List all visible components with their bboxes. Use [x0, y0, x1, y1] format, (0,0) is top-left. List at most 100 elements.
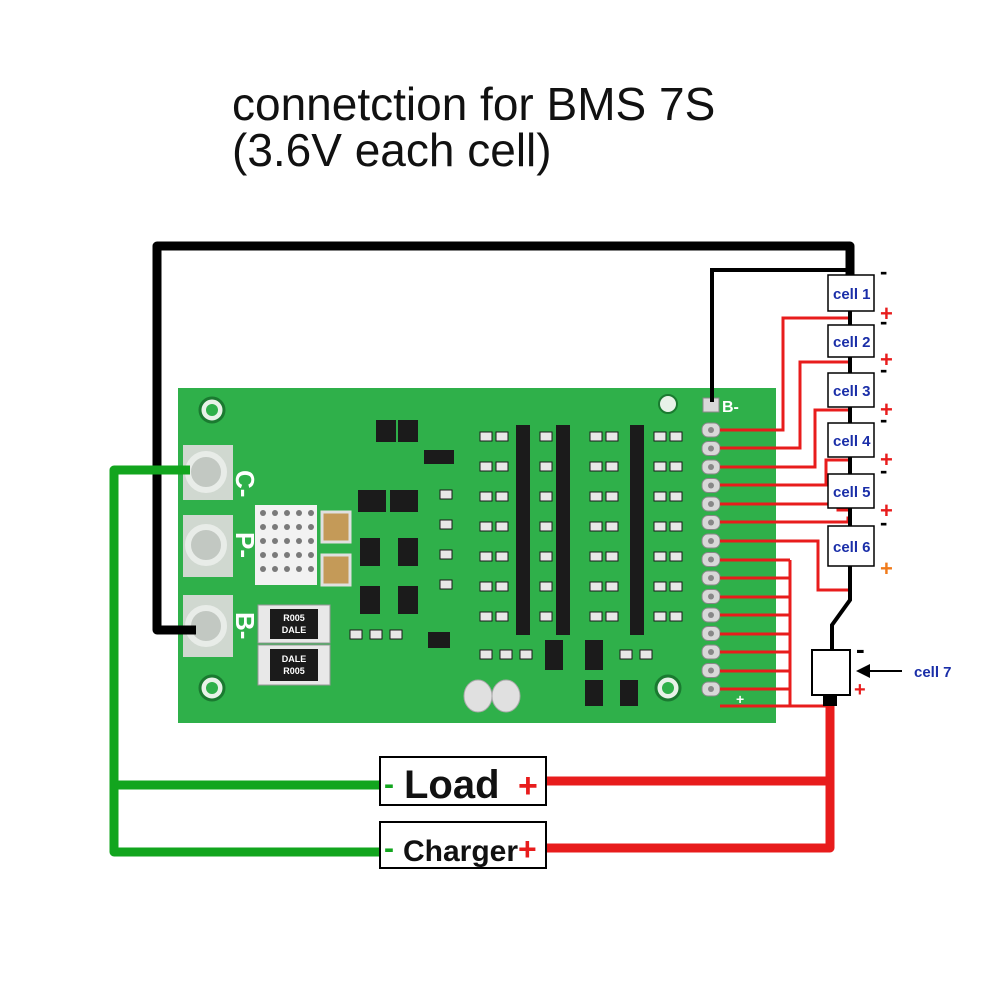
- cell-body: [827, 473, 875, 509]
- header-pin-hole: [708, 519, 714, 526]
- via-grid: [255, 505, 317, 585]
- header-plus-label: +: [736, 691, 744, 707]
- title-line-1: connetction for BMS 7S: [232, 78, 715, 130]
- cell-body: [827, 274, 875, 312]
- cell-7-body: [811, 649, 851, 696]
- balance-wire: [720, 360, 850, 450]
- mounting-hole-icon: [198, 396, 226, 424]
- load-minus: -: [384, 768, 394, 801]
- header-pin-hole: [708, 482, 714, 489]
- cell-2: cell 2- +: [827, 309, 893, 372]
- cell-minus: -: [880, 259, 887, 284]
- balance-header: B- +: [702, 397, 744, 707]
- cell-plus: +: [880, 447, 893, 472]
- header-pin-hole: [708, 556, 714, 563]
- cell-body: [827, 372, 875, 408]
- balance-wire: [720, 408, 850, 469]
- shunt-resistor-2: DALE R005: [257, 644, 331, 686]
- pad-p-minus: [183, 515, 233, 577]
- mounting-hole-icon: [654, 674, 682, 702]
- cell-body: [827, 525, 875, 567]
- cell-label: cell 5: [833, 484, 871, 501]
- cell-7-minus: -: [856, 634, 865, 664]
- mounting-hole-icon: [658, 394, 678, 414]
- crystal-component: [463, 679, 521, 713]
- header-pin-hole: [708, 649, 714, 655]
- bms-pcb-board: C- P- B- R005 DALE DALE R005: [178, 388, 776, 723]
- cell-label: cell 6: [833, 539, 871, 556]
- cell-label: cell 2: [833, 334, 871, 351]
- pad-b-label: B-: [230, 612, 260, 639]
- cell-body: [827, 324, 875, 358]
- cell-minus: -: [880, 458, 887, 483]
- cell-7-terminal: [823, 694, 837, 706]
- cell-body: [827, 422, 875, 458]
- cell-1: cell 1- +: [827, 259, 893, 326]
- cell-7-plus: +: [854, 679, 866, 701]
- resistor1-text-1: R005: [283, 613, 305, 623]
- charger-label: Charger: [403, 835, 518, 868]
- header-pin-hole: [708, 612, 714, 618]
- balance-wire: [788, 560, 826, 708]
- cell-plus: +: [880, 498, 893, 523]
- cell-label: cell 4: [833, 433, 871, 450]
- charger-plus: +: [518, 831, 537, 867]
- capacitor-icon: [320, 510, 352, 587]
- resistor1-text-2: DALE: [282, 625, 307, 635]
- cell-label: cell 1: [833, 286, 871, 303]
- cell-4: cell 4- +: [827, 407, 893, 472]
- smd-components: [349, 431, 683, 660]
- cell-plus: +: [880, 397, 893, 422]
- cell-6: cell 6- +: [827, 510, 893, 581]
- header-pin-hole: [708, 464, 714, 470]
- load-box: - Load +: [379, 756, 547, 807]
- balance-wire: [720, 316, 850, 432]
- header-pin-hole: [708, 427, 714, 433]
- title-line-2: (3.6V each cell): [232, 124, 552, 176]
- balance-wire: [720, 458, 850, 487]
- balance-wire: [720, 539, 850, 592]
- charger-minus: -: [384, 832, 394, 865]
- cell-plus: +: [880, 301, 893, 326]
- cell-minus: -: [880, 357, 887, 382]
- cell-7: - + cell 7: [811, 634, 952, 701]
- cell-7-label: cell 7: [914, 664, 952, 681]
- load-label: Load: [404, 763, 500, 807]
- balance-wires: [720, 316, 850, 708]
- resistor2-text-2: R005: [283, 666, 305, 676]
- pad-c-label: C-: [230, 470, 260, 497]
- header-pin-hole: [708, 501, 714, 507]
- cell-minus: -: [880, 407, 887, 432]
- header-pin-hole: [708, 575, 714, 581]
- header-pin-hole: [708, 667, 714, 674]
- shunt-resistor-1: R005 DALE: [257, 604, 331, 644]
- cell-label: cell 3: [833, 383, 871, 400]
- cell-series-link: [830, 275, 852, 650]
- charger-box: - Charger +: [379, 821, 547, 869]
- arrow-left-icon: [856, 664, 870, 678]
- header-pin-hole: [708, 538, 714, 544]
- load-plus: +: [518, 767, 538, 805]
- cell-minus: -: [880, 510, 887, 535]
- mosfet-chips: [358, 420, 644, 706]
- pad-c-minus: [183, 445, 233, 500]
- black-wire-header-b-minus: [710, 268, 850, 402]
- cell-minus: -: [880, 309, 887, 334]
- header-b-label: B-: [722, 399, 739, 416]
- black-wire-b-minus: [152, 241, 855, 635]
- header-pin-hole: [708, 593, 714, 600]
- cells-stack: cell 1-+cell 2-+cell 3-+cell 4-+cell 5-+…: [827, 259, 893, 581]
- green-wire-charger-minus: [109, 465, 380, 857]
- header-pin-hole: [708, 686, 714, 692]
- header-pin-hole: [708, 445, 714, 452]
- header-pins: [701, 422, 721, 697]
- header-pin-hole: [708, 630, 714, 637]
- mounting-hole-icon: [198, 674, 226, 702]
- cell-plus: +: [880, 556, 893, 581]
- cell-5: cell 5- +: [827, 458, 893, 523]
- red-wire-charger-plus: [545, 781, 835, 853]
- cell-plus: +: [880, 347, 893, 372]
- resistor2-text-1: DALE: [282, 654, 307, 664]
- cell-3: cell 3- +: [827, 357, 893, 422]
